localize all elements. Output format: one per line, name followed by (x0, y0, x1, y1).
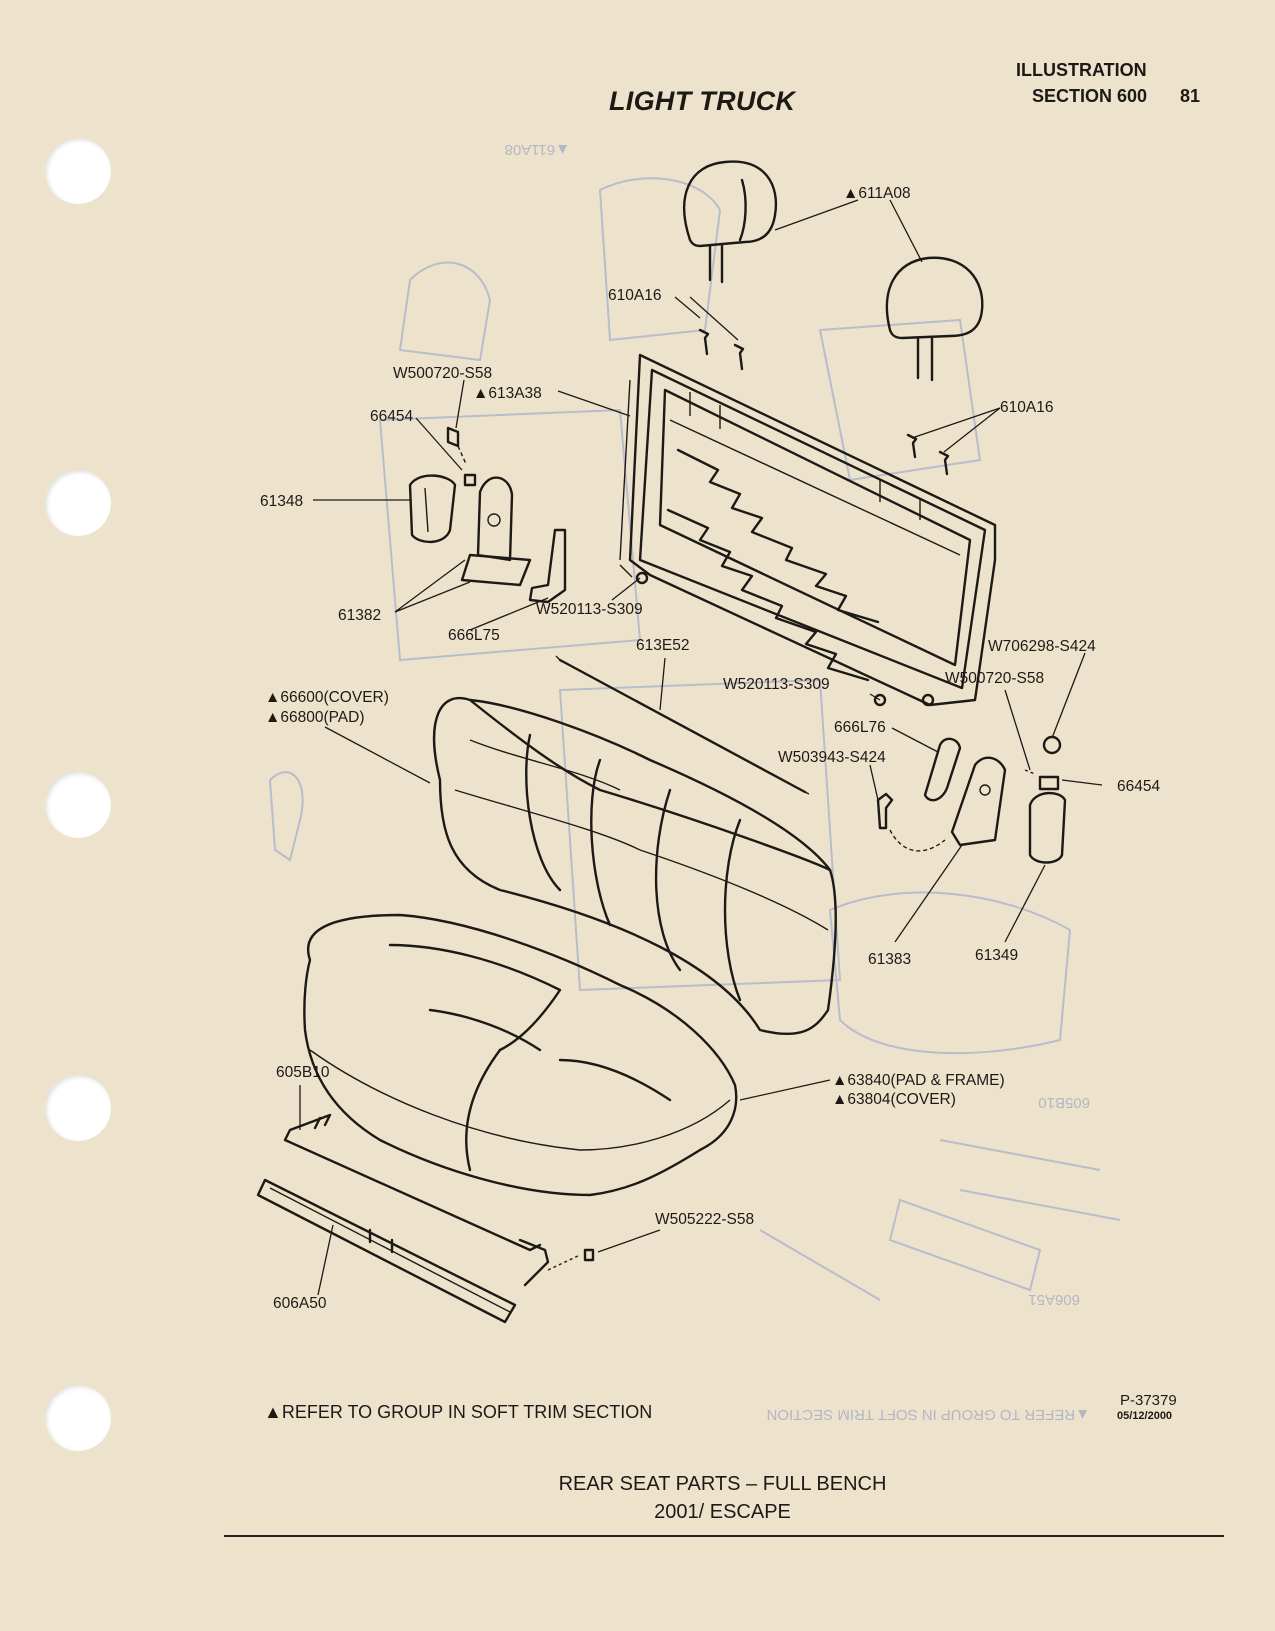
rod (555, 655, 810, 795)
callout-cover-left: 61348 (260, 493, 303, 510)
svg-text:▲REFER TO GROUP IN SOFT TRIM S: ▲REFER TO GROUP IN SOFT TRIM SECTION (767, 1406, 1091, 1423)
binder-hole (45, 470, 111, 536)
right-hinge-parts (873, 693, 1067, 864)
callout-cover-right: 61349 (975, 947, 1018, 964)
callout-guide-right: 610A16 (1000, 399, 1053, 416)
callout-rod: 613E52 (636, 637, 689, 654)
bleed-through-ghost: ▲611A08 605B10 606A51 ▲REFER TO GROUP IN… (268, 141, 1121, 1423)
illustration-number: P-37379 (1120, 1392, 1177, 1409)
seatback-frame (619, 353, 997, 707)
illustration-label: ILLUSTRATION (1016, 60, 1147, 80)
callout-pivot-right-bracket: 666L76 (834, 719, 886, 736)
callout-cushion-cover: ▲63804(COVER) (832, 1091, 956, 1108)
callout-bolt-left: W500720-S58 (393, 365, 492, 382)
section-label: SECTION 600 (1032, 86, 1148, 106)
binder-hole (45, 138, 111, 204)
footer-rule (224, 1535, 1224, 1537)
seatback-cushion (432, 697, 837, 1036)
svg-text:606A51: 606A51 (1028, 1291, 1080, 1308)
callout-guide-upper: 610A16 (608, 287, 661, 304)
callout-labels: ▲611A08 610A16 610A16 W500720-S58 ▲613A3… (260, 185, 1160, 1312)
callout-cushion-pad: ▲63840(PAD & FRAME) (832, 1072, 1005, 1089)
illustration-date: 05/12/2000 (1117, 1410, 1173, 1422)
caption-title: REAR SEAT PARTS – FULL BENCH (558, 1473, 887, 1495)
callout-bar-bottom: 606A50 (273, 1295, 327, 1312)
svg-text:▲611A08: ▲611A08 (505, 141, 570, 158)
callout-bracket-right: 66454 (1117, 778, 1160, 795)
callout-nut-right: W520113-S309 (723, 676, 830, 693)
binder-hole (45, 772, 111, 838)
callout-headrest: ▲611A08 (843, 185, 911, 202)
page-title: LIGHT TRUCK (609, 86, 796, 116)
caption-vehicle: 2001/ ESCAPE (654, 1501, 791, 1523)
binder-hole (45, 1385, 111, 1451)
callout-bracket-left: 66454 (370, 408, 413, 425)
page-number: 81 (1180, 86, 1201, 106)
callout-back-cover: ▲66600(COVER) (265, 689, 389, 706)
callout-frame: ▲613A38 (473, 385, 542, 402)
callout-bolt-bottom: W505222-S58 (655, 1211, 754, 1228)
callout-wire-front: 605B10 (276, 1064, 330, 1081)
svg-text:605B10: 605B10 (1038, 1094, 1090, 1111)
seat-cushion (303, 913, 738, 1197)
soft-trim-note: ▲REFER TO GROUP IN SOFT TRIM SECTION (264, 1402, 653, 1422)
callout-back-pad: ▲66800(PAD) (265, 709, 365, 726)
binder-hole (45, 1075, 111, 1141)
leader-lines (299, 199, 1103, 1296)
callout-pivot-left: 61382 (338, 607, 381, 624)
left-hinge-parts (408, 426, 567, 604)
callout-bolt-right: W500720-S58 (945, 670, 1044, 687)
callout-nut-left: W520113-S309 (536, 601, 643, 618)
callout-pivot-right: 61383 (868, 951, 911, 968)
callout-nut-far-right: W706298-S424 (988, 638, 1096, 655)
callout-pivot-left-bracket: 666L75 (448, 627, 500, 644)
headrest-guides (698, 328, 950, 476)
headrest-left (683, 160, 778, 284)
callout-screw-right: W503943-S424 (778, 749, 886, 766)
headrest-right (885, 256, 984, 382)
lower-wire-and-bar (256, 1113, 595, 1324)
